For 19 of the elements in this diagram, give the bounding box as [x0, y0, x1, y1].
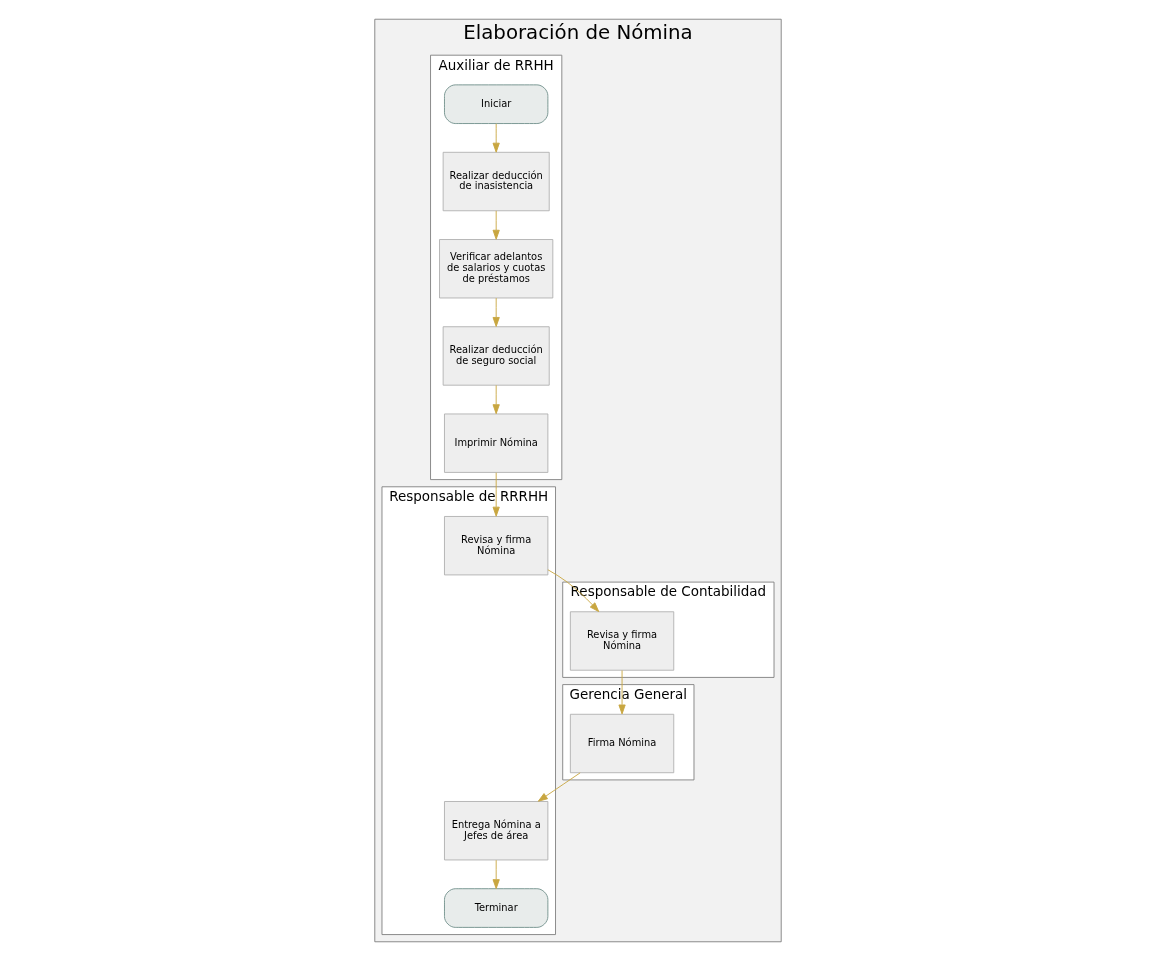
arrow [492, 384, 500, 415]
arrow [492, 123, 500, 153]
arrow [537, 772, 581, 802]
node-box: Firma Nómina [569, 713, 675, 774]
arrow [492, 297, 500, 327]
node-box: Revisa y firma Nómina [569, 611, 675, 671]
node-box: Imprimir Nómina [444, 413, 549, 473]
arrow [492, 859, 500, 890]
arrow [492, 472, 500, 517]
node-box: Terminar [444, 888, 549, 928]
arrow [547, 569, 600, 612]
arrow [492, 210, 500, 240]
node-box: Realizar deducción de seguro social [442, 326, 550, 386]
node-box: Iniciar [444, 84, 549, 124]
node-box: Entrega Nómina a Jefes de área [444, 801, 549, 861]
node-box: Verificar adelantos de salarios y cuotas de préstamos [439, 239, 554, 299]
node-box: Revisa y firma Nómina [444, 516, 549, 576]
arrow [618, 670, 626, 715]
node-box: Realizar deducción de inasistencia [442, 151, 550, 212]
